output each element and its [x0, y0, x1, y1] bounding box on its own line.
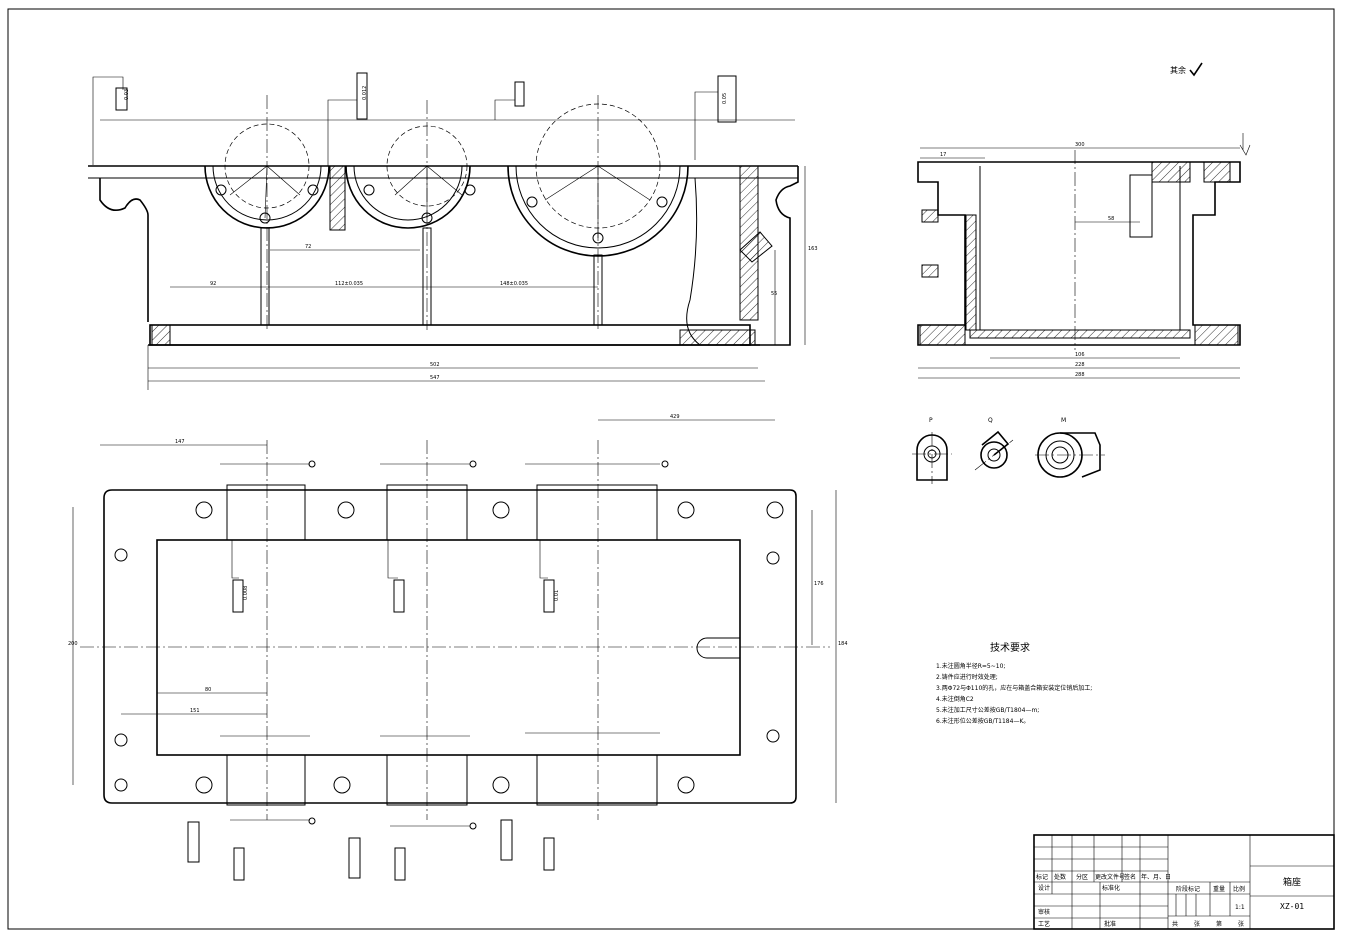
detail-view-m: M: [1035, 417, 1105, 478]
dim-center-148: 148±0.035: [500, 281, 528, 287]
tech-req-item: 2.铸件应进行时效处理;: [936, 673, 998, 681]
tb-sheet: 张: [1238, 920, 1244, 928]
dim-length-inner: 502: [430, 362, 440, 368]
svg-text:P: P: [929, 417, 933, 424]
tb-sign: 签名: [1124, 873, 1136, 881]
tb-zone: 分区: [1076, 873, 1088, 881]
dim-17: 17: [940, 152, 946, 158]
dim-width-top: 300: [1075, 142, 1085, 148]
outer-border: [7, 8, 1335, 930]
svg-text:0.008: 0.008: [243, 586, 249, 600]
dim-width-mid: 228: [1075, 362, 1085, 368]
dim-184: 184: [838, 641, 848, 647]
detail-view-q: Q: [974, 417, 1014, 471]
tech-req-item: 4.未注倒角C2: [936, 695, 974, 703]
tech-req-item: 1.未注圆角半径R=5~10;: [936, 662, 1005, 670]
surface-roughness-note: 其余: [1170, 62, 1203, 77]
surface-note-text: 其余: [1170, 65, 1186, 75]
dim-width-bot: 288: [1075, 372, 1085, 378]
dim-176: 176: [814, 581, 824, 587]
tb-stage-mark: 阶段标记: [1176, 885, 1200, 893]
tb-change-doc: 更改文件号: [1095, 873, 1125, 881]
dim-length-outer: 547: [430, 375, 440, 381]
tb-approve: 批准: [1104, 920, 1116, 928]
svg-text:M: M: [1061, 417, 1066, 424]
tb-date: 年、月、日: [1141, 873, 1171, 881]
tb-review: 审核: [1038, 908, 1050, 916]
svg-text:0.012: 0.012: [362, 86, 368, 100]
dim-106: 106: [1075, 352, 1085, 358]
tb-design: 设计: [1038, 884, 1050, 892]
tb-weight: 重量: [1213, 885, 1225, 893]
drawing-number: XZ-01: [1280, 902, 1304, 911]
dim-429: 429: [670, 414, 680, 420]
tolerance-frame-position: [494, 81, 525, 120]
tb-total: 共: [1172, 920, 1178, 928]
tech-requirements: 技术要求 1.未注圆角半径R=5~10; 2.铸件应进行时效处理; 3.两Φ72…: [936, 641, 1092, 725]
tech-req-item: 6.未注形位公差按GB/T1184—K。: [936, 717, 1029, 725]
dim-80: 80: [205, 687, 211, 693]
tb-count: 处数: [1054, 873, 1066, 881]
tolerance-frame-coaxiality-2: 0.05: [694, 75, 737, 160]
svg-text:0.05: 0.05: [722, 93, 728, 104]
title-block: 标记 处数 分区 更改文件号 签名 年、月、日 设计 标准化 阶段标记 重量 比…: [1033, 834, 1335, 930]
tech-req-item: 3.两Φ72与Φ110的孔，应在与箱盖合箱安装定位销后加工;: [936, 684, 1092, 692]
dim-72: 72: [305, 244, 311, 250]
detail-view-p: P: [912, 417, 952, 484]
tb-standardize: 标准化: [1102, 884, 1120, 892]
tb-scale-value: 1:1: [1235, 904, 1245, 911]
front-view: 92 112±0.035 148±0.035 502 547 163 55 72…: [88, 72, 818, 390]
dim-center-92: 92: [210, 281, 216, 287]
dim-58: 58: [1108, 216, 1114, 222]
tolerance-frame-flatness: 0.03: [92, 76, 130, 165]
dim-55: 55: [771, 291, 777, 297]
tb-sheets: 张: [1194, 920, 1200, 928]
tb-process: 工艺: [1038, 920, 1050, 928]
svg-text:0.01: 0.01: [554, 590, 560, 601]
dim-147: 147: [175, 439, 185, 445]
tech-req-item: 5.未注加工尺寸公差按GB/T1804—m;: [936, 706, 1039, 714]
dim-center-112: 112±0.035: [335, 281, 363, 287]
tb-mark: 标记: [1036, 873, 1048, 881]
side-view: 300 288 228 106 17 58: [917, 133, 1251, 379]
dim-200: 200: [68, 641, 78, 647]
tolerance-frame-coaxiality: 0.012: [327, 72, 368, 166]
dim-151: 151: [190, 708, 200, 714]
top-view: 147 429 200 184 176 80 151 0.008 0.01: [68, 414, 848, 881]
tb-page: 第: [1216, 920, 1222, 928]
tb-scale-label: 比例: [1233, 885, 1245, 893]
detail-views: P Q M: [912, 417, 1105, 484]
part-name: 箱座: [1283, 876, 1301, 888]
roughness-check-icon: [1189, 62, 1203, 77]
dim-height: 163: [808, 246, 818, 252]
svg-text:0.03: 0.03: [124, 89, 130, 100]
tech-req-title: 技术要求: [990, 641, 1030, 654]
svg-text:Q: Q: [988, 417, 993, 424]
